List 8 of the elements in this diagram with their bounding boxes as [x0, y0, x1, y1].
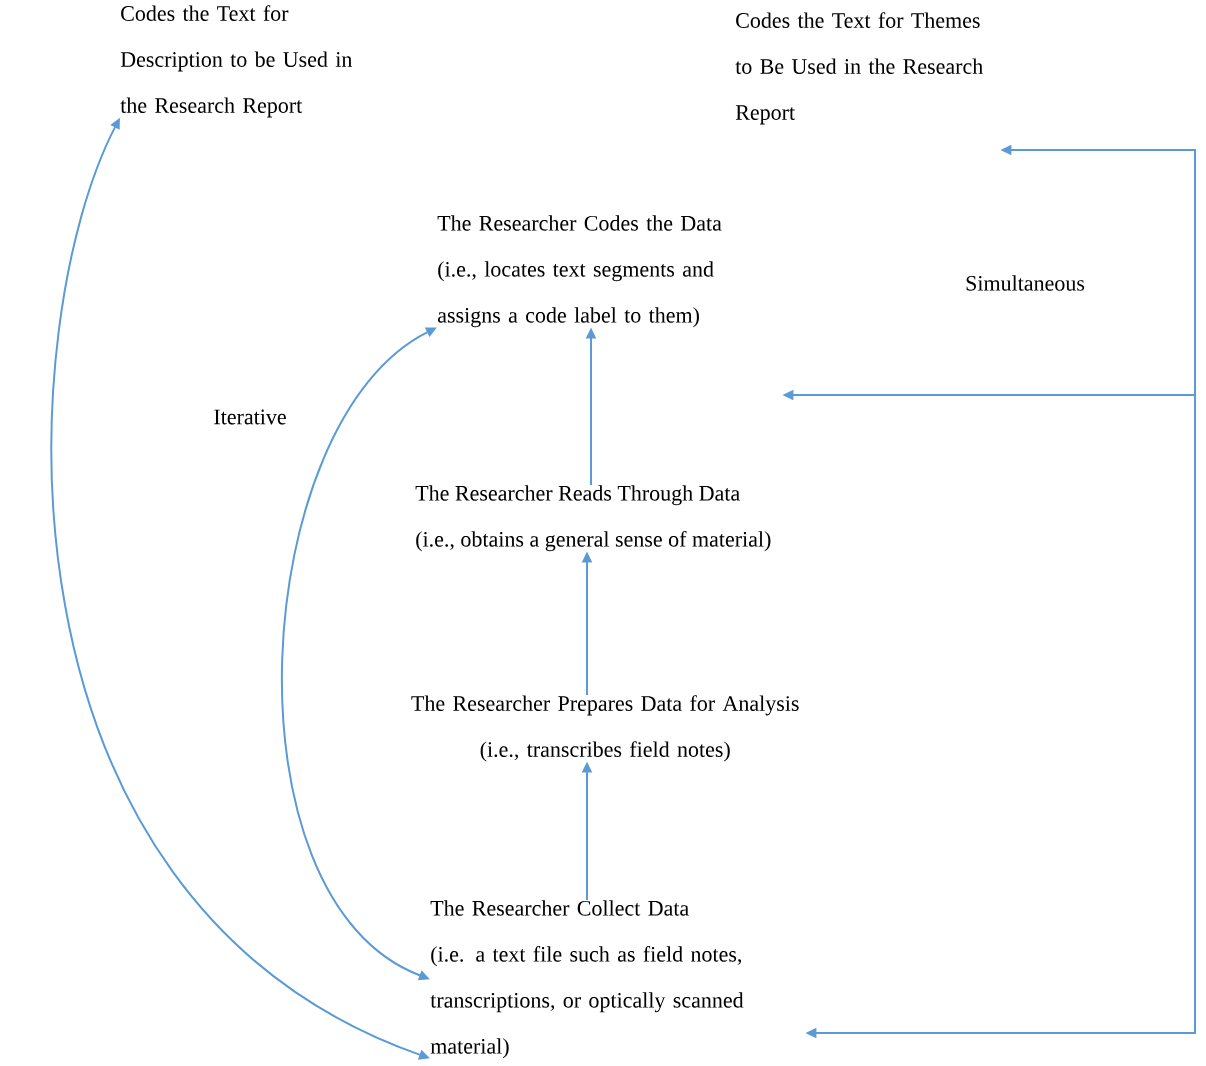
annotation-label: Iterative: [214, 409, 286, 425]
step-text: Codes the Text for Themes to Be Used in the Research Report: [735, 12, 983, 125]
step-text: The Researcher Collect Data (i.e. a text file such as field notes, transcriptions, or optically scanned material): [430, 900, 744, 1059]
step-text: The Researcher Reads Through Data (i.e., obtains a general sense of material): [415, 485, 771, 552]
step-text: Codes the Text for Description to be Used in the Research Report: [120, 5, 353, 118]
annotation-label: Simultaneous: [966, 275, 1085, 291]
step-text: The Researcher Prepares Data for Analysis (i.e., transcribes field notes): [411, 695, 799, 762]
step-text: The Researcher Codes the Data (i.e., locates text segments and assigns a code label to them): [437, 215, 722, 328]
